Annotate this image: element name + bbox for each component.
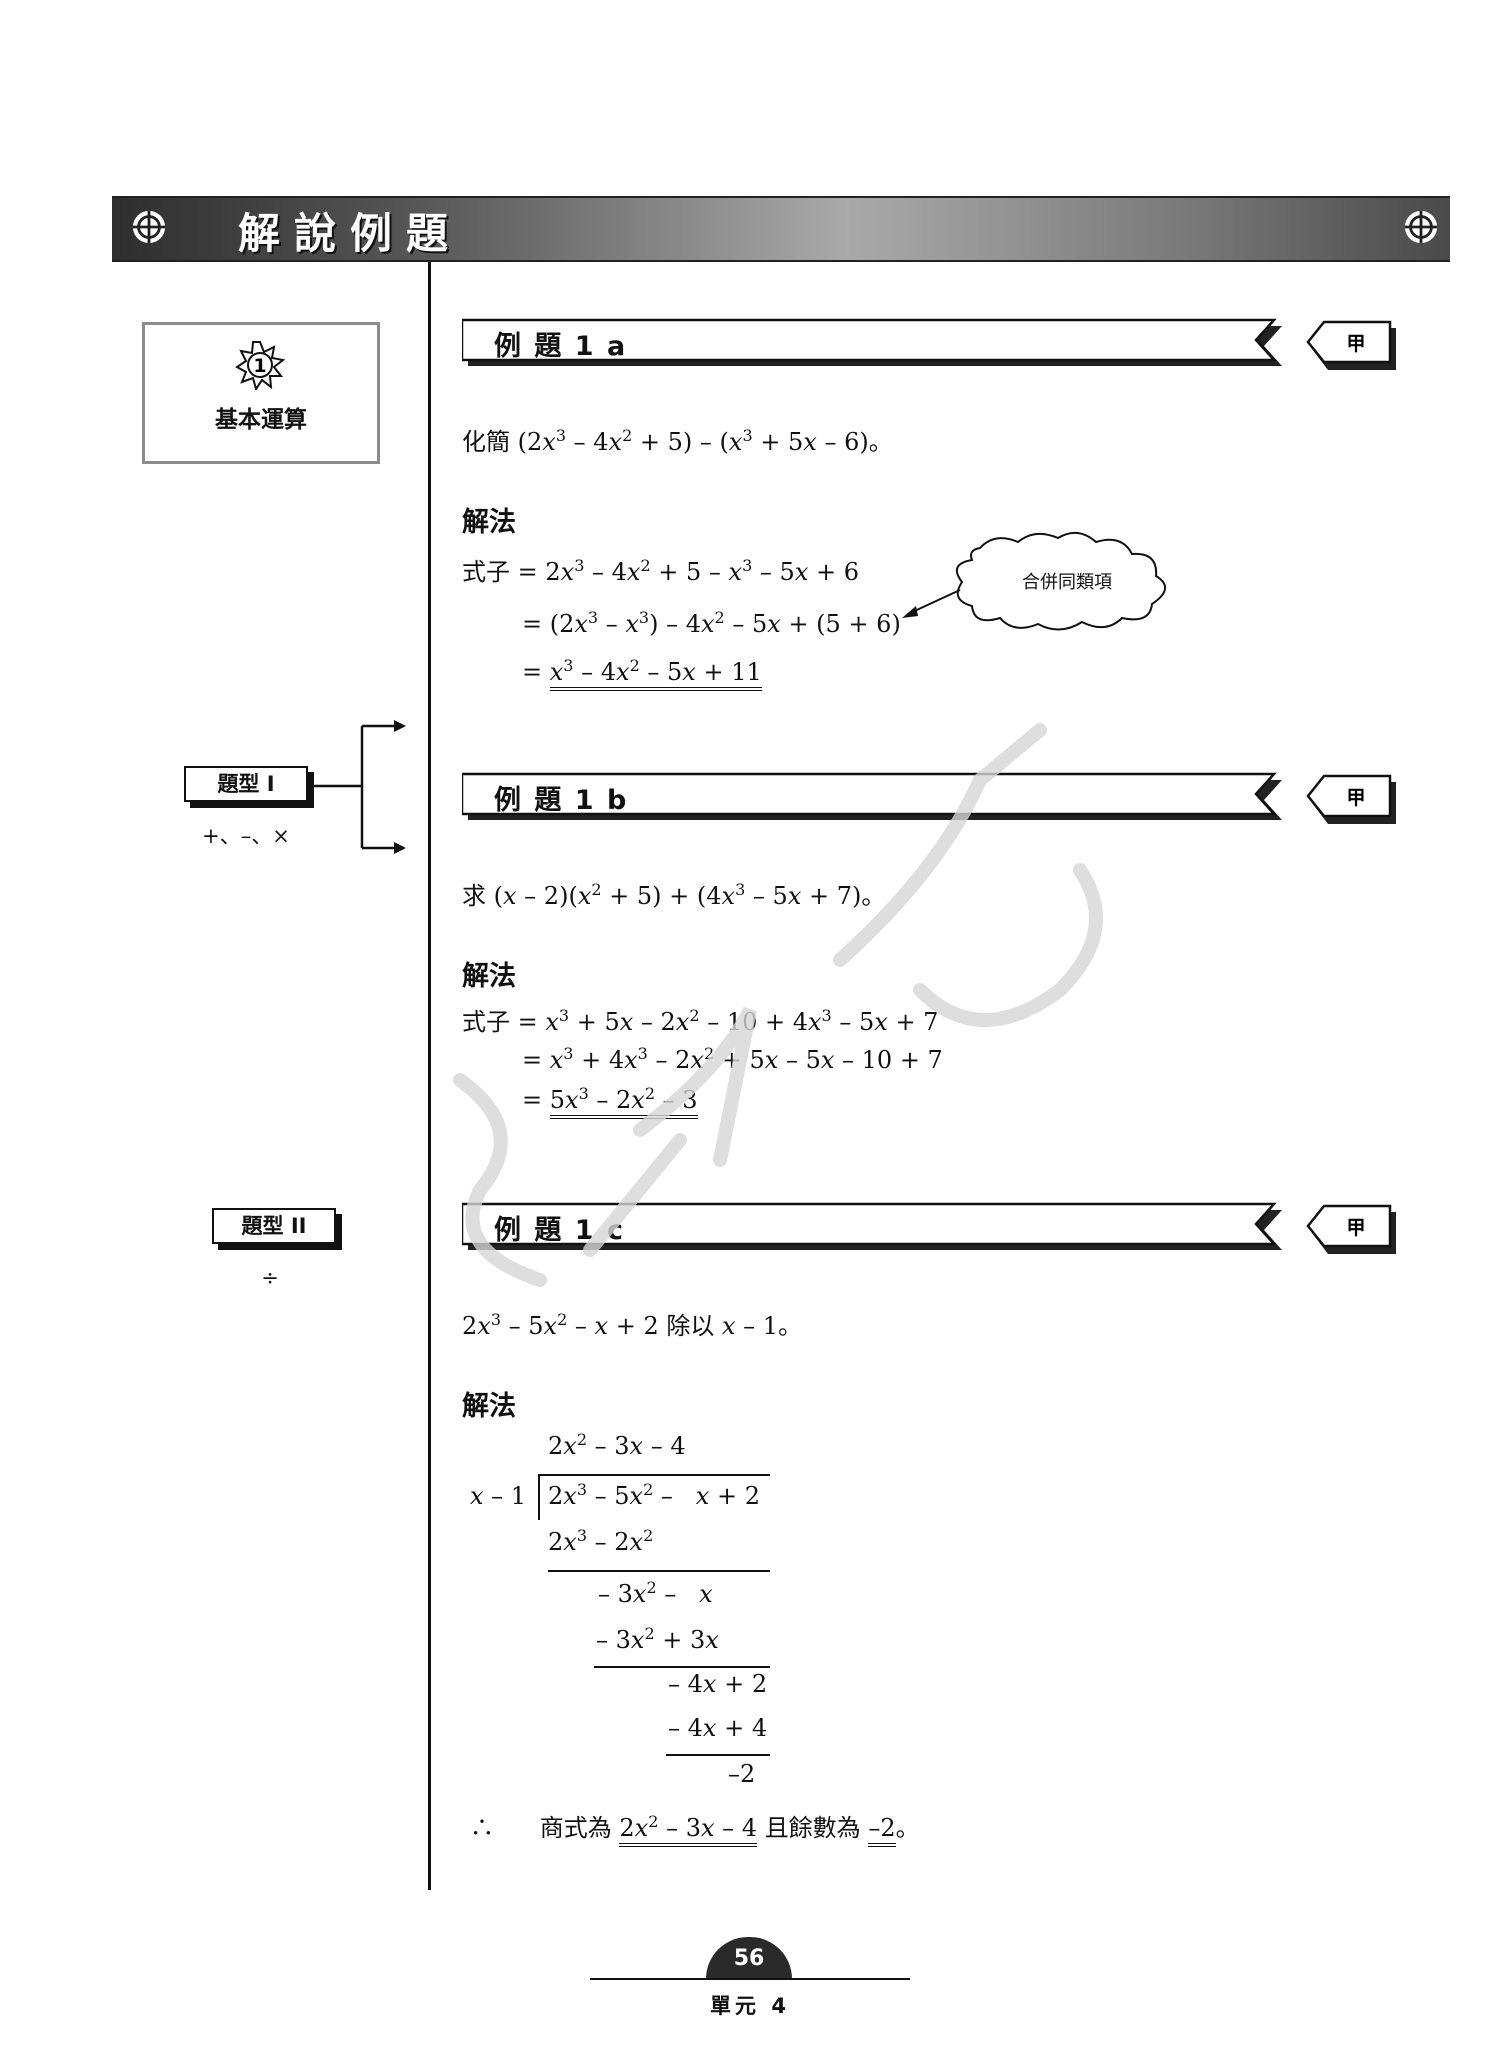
division-bar — [538, 1474, 770, 1476]
type-note-1: +、–、× — [202, 824, 290, 848]
page-number: 56 — [706, 1937, 792, 1979]
topic-label: 基本運算 — [215, 407, 307, 433]
bracket-arrow — [306, 720, 406, 854]
solution-label: 解法 — [462, 1391, 516, 1422]
solution-line: 式子 = x3 + 5x – 2x2 – 10 + 4x3 – 5x + 7 — [462, 1006, 939, 1037]
solution-line: 式子 = 2x3 – 4x2 + 5 – x3 – 5x + 6 — [462, 556, 859, 587]
topic-box — [142, 322, 380, 464]
cloud-note — [902, 531, 1166, 631]
level-label: 甲 — [1346, 787, 1365, 809]
level-tag: 甲 — [1306, 320, 1396, 370]
conclusion: ∴ 商式為 2x2 – 3x – 4 且餘數為 –2。 — [470, 1808, 920, 1847]
division-step: – 4x + 2 — [668, 1670, 768, 1698]
division-step-line — [548, 1570, 770, 1572]
question-1c: 2x3 – 5x2 – x + 2 除以 x – 1。 — [462, 1310, 803, 1341]
cloud-note-text: 合併同類項 — [1022, 572, 1112, 593]
type-tag-2: 題型 II — [212, 1208, 336, 1244]
level-label: 甲 — [1346, 1217, 1365, 1239]
solution-line: = x3 + 4x3 – 2x2 + 5x – 5x – 10 + 7 — [522, 1044, 943, 1075]
sun-badge-icon: 1 — [235, 341, 285, 390]
dividend-row: 2x3 – 5x2 – x + 2 — [548, 1480, 760, 1511]
division-step: – 4x + 4 — [668, 1714, 768, 1742]
solution-label: 解法 — [462, 507, 516, 538]
question-1b: 求 (x – 2)(x2 + 5) + (4x3 – 5x + 7)。 — [462, 880, 886, 911]
divisor: x – 1 — [470, 1482, 527, 1510]
topic-number: 1 — [253, 355, 266, 377]
type-tag-1: 題型 I — [184, 766, 308, 802]
solution-answer: = x3 – 4x2 – 5x + 11 — [522, 658, 762, 691]
solution-label: 解法 — [462, 961, 516, 992]
example-title: 例 題 1 a — [494, 331, 628, 362]
crosshair-icon — [132, 210, 166, 244]
remainder-row: –2 — [728, 1760, 756, 1788]
level-tag: 甲 — [1306, 1204, 1396, 1254]
type-note-2: ÷ — [261, 1266, 279, 1290]
header-banner — [112, 196, 1450, 262]
unit-label: 單元 4 — [710, 1994, 790, 2018]
division-step: – 3x2 – x — [598, 1578, 713, 1609]
division-bracket — [538, 1474, 540, 1520]
crosshair-icon — [1404, 210, 1438, 244]
level-label: 甲 — [1346, 333, 1365, 355]
solution-line: = (2x3 – x3) – 4x2 – 5x + (5 + 6) — [522, 608, 901, 639]
example-header-bar — [462, 318, 1282, 366]
example-title: 例 題 1 c — [494, 1215, 625, 1246]
division-step: 2x3 – 2x2 — [548, 1526, 654, 1557]
level-tag: 甲 — [1306, 774, 1396, 824]
example-title: 例 題 1 b — [494, 785, 629, 816]
column-divider — [428, 262, 431, 1890]
solution-answer: = 5x3 – 2x2 – 3 — [522, 1086, 698, 1119]
page-title: 解說例題 — [238, 209, 463, 258]
division-step: – 3x2 + 3x — [596, 1624, 719, 1655]
question-1a: 化簡 (2x3 – 4x2 + 5) – (x3 + 5x – 6)。 — [462, 426, 893, 457]
division-step-line — [666, 1754, 770, 1756]
quotient-row: 2x2 – 3x – 4 — [548, 1430, 686, 1461]
footer-rule — [590, 1978, 910, 1980]
division-step-line — [594, 1666, 770, 1668]
